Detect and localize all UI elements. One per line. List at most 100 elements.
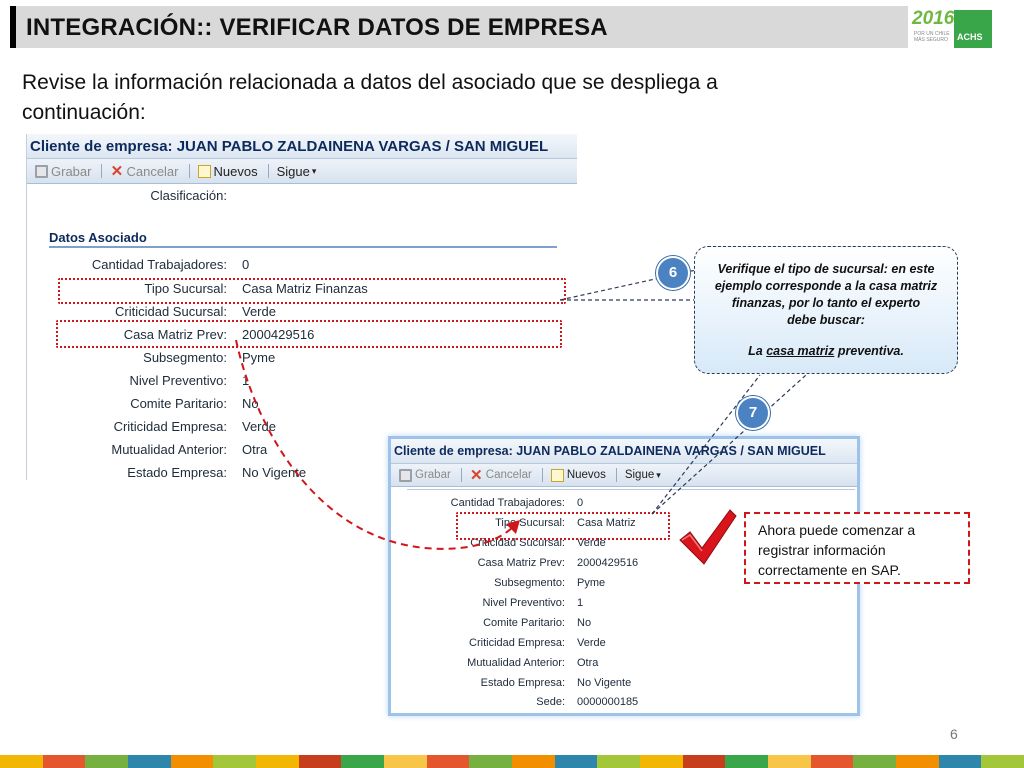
sap-top-toolbar: Grabar ✕Cancelar Nuevos Sigue▾ <box>27 159 577 184</box>
cancel-button[interactable]: ✕Cancelar <box>470 466 532 484</box>
section-divider <box>49 246 557 248</box>
callout-underlined-term: casa matriz <box>766 344 835 358</box>
field-label: Casa Matriz Prev: <box>123 327 227 342</box>
callout-bubble: Verifique el tipo de sucursal: en este e… <box>694 246 958 374</box>
field-value: Casa Matriz <box>577 517 636 529</box>
step-badge-7: 7 <box>736 396 770 430</box>
field-value: Pyme <box>242 350 276 365</box>
field-value: 0 <box>577 497 584 509</box>
field-label: Sede: <box>536 696 565 708</box>
logo-box <box>954 10 992 48</box>
field-label: Casa Matriz Prev: <box>477 557 565 569</box>
save-button[interactable]: Grabar <box>399 468 451 482</box>
sap-bottom-toolbar: Grabar ✕Cancelar Nuevos Sigue▾ <box>391 464 857 487</box>
logo-year: 2016 <box>912 8 955 29</box>
sap-screen-top: Cliente de empresa: JUAN PABLO ZALDAINEN… <box>26 134 577 480</box>
new-document-icon <box>197 164 211 178</box>
field-label: Nivel Preventivo: <box>482 597 565 609</box>
save-icon <box>399 468 412 482</box>
logo-tagline: POR UN CHILE MÁS SEGURO <box>914 31 950 43</box>
field-label: Criticidad Empresa: <box>469 637 565 649</box>
callout-line: La casa matriz preventiva. <box>748 344 904 358</box>
sap-bottom-header: Cliente de empresa: JUAN PABLO ZALDAINEN… <box>391 439 857 464</box>
field-value: Verde <box>242 419 276 434</box>
field-label: Mutualidad Anterior: <box>111 442 227 457</box>
checkmark-icon <box>679 509 737 565</box>
section-title-datos-asociado: Datos Asociado <box>49 230 147 245</box>
intro-text: Revise la información relacionada a dato… <box>22 71 718 124</box>
field-value: Verde <box>242 304 276 319</box>
sap-top-header: Cliente de empresa: JUAN PABLO ZALDAINEN… <box>27 134 577 159</box>
success-note: Ahora puede comenzar a registrar informa… <box>744 512 970 584</box>
note-line: registrar información <box>758 542 886 558</box>
field-label: Comite Paritario: <box>483 617 565 629</box>
logo-brand: ACHS <box>957 32 983 42</box>
arrow-head <box>506 520 520 534</box>
clasificacion-label: Clasificación: <box>150 188 227 203</box>
step-badge-6: 6 <box>656 256 690 290</box>
field-value: No <box>577 617 592 629</box>
callout-line: Verifique el tipo de sucursal: en este <box>717 262 935 276</box>
save-button[interactable]: Grabar <box>35 164 91 179</box>
field-value: 0 <box>242 257 250 272</box>
highlight-tipo-sucursal <box>58 278 566 304</box>
toolbar-separator <box>460 468 462 482</box>
field-value: Pyme <box>577 577 606 589</box>
highlight-tipo-sucursal-result <box>456 512 670 540</box>
field-value: No Vigente <box>242 465 307 480</box>
slide-title: INTEGRACIÓN:: VERIFICAR DATOS DE EMPRESA <box>26 14 608 41</box>
callout-line: finanzas, por lo tanto el experto <box>731 296 921 310</box>
connector-line <box>651 374 761 515</box>
field-label: Comite Paritario: <box>130 396 227 411</box>
field-value: Otra <box>242 442 268 457</box>
section-divider <box>407 489 855 490</box>
cancel-button[interactable]: ✕Cancelar <box>110 162 179 180</box>
toolbar-separator <box>615 468 617 482</box>
new-button[interactable]: Nuevos <box>550 468 606 482</box>
field-value: 1 <box>242 373 250 388</box>
field-label: Estado Empresa: <box>127 465 227 480</box>
decorative-footer-stripe <box>0 755 1024 768</box>
field-label: Cantidad Trabajadores: <box>91 257 227 272</box>
callout-line: ejemplo corresponde a la casa matriz <box>714 279 938 293</box>
next-menu-button[interactable]: Sigue▾ <box>276 163 317 179</box>
field-label: Tipo Sucursal: <box>144 281 227 296</box>
field-value: No Vigente <box>577 677 632 689</box>
curved-arrow <box>235 339 515 550</box>
toolbar-separator <box>101 164 103 178</box>
new-document-icon <box>550 468 564 482</box>
achs-logo: 2016 POR UN CHILE MÁS SEGURO ACHS <box>908 8 992 48</box>
field-value: Verde <box>577 537 606 549</box>
note-line: Ahora puede comenzar a <box>758 522 916 538</box>
cancel-icon: ✕ <box>110 162 124 180</box>
field-label: Mutualidad Anterior: <box>467 657 565 669</box>
field-value: 1 <box>577 597 584 609</box>
toolbar-separator <box>188 164 190 178</box>
page-number: 6 <box>950 726 958 742</box>
connector-line <box>651 374 807 515</box>
field-value: 0000000185 <box>577 696 639 708</box>
chevron-down-icon: ▾ <box>311 165 317 176</box>
toolbar-separator <box>267 164 269 178</box>
save-icon <box>35 164 48 178</box>
field-label: Nivel Preventivo: <box>129 373 227 388</box>
cancel-icon: ✕ <box>470 466 483 484</box>
new-button[interactable]: Nuevos <box>197 164 258 179</box>
next-menu-button[interactable]: Sigue▾ <box>624 469 661 481</box>
slide-title-bar: INTEGRACIÓN:: VERIFICAR DATOS DE EMPRESA <box>10 6 908 48</box>
toolbar-separator <box>541 468 543 482</box>
field-label: Estado Empresa: <box>480 677 565 689</box>
field-label: Cantidad Trabajadores: <box>450 497 565 509</box>
field-label: Subsegmento: <box>143 350 227 365</box>
connector-line <box>559 269 697 301</box>
callout-line: debe buscar: <box>787 313 865 327</box>
field-label: Subsegmento: <box>494 577 565 589</box>
field-value: 2000429516 <box>242 327 315 342</box>
field-label: Criticidad Sucursal: <box>470 537 565 549</box>
field-label: Criticidad Empresa: <box>113 419 227 434</box>
field-value: Casa Matriz Finanzas <box>242 281 368 296</box>
field-value: Verde <box>577 637 606 649</box>
field-value: Otra <box>577 657 599 669</box>
field-value: 2000429516 <box>577 557 639 569</box>
